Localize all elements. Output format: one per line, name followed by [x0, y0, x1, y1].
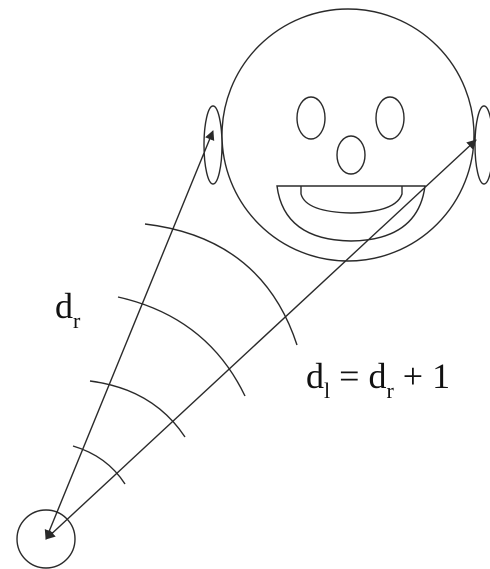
head: [203, 8, 490, 262]
dr-label: dr: [55, 286, 81, 333]
wavefront-arc-2: [89, 380, 186, 438]
wavefronts: [72, 223, 298, 485]
distance-equation: dl = dr + 1: [306, 356, 450, 403]
ray-to-right-ear: [44, 130, 215, 540]
left-ear: [474, 105, 490, 185]
wavefront-arc-4: [144, 223, 298, 346]
nose: [336, 135, 366, 175]
right-eye: [375, 96, 405, 140]
left-eye: [296, 96, 326, 140]
ray-to-left-ear: [45, 139, 477, 540]
head-outline: [221, 8, 475, 262]
mouth: [276, 185, 426, 242]
wavefront-arc-3: [117, 296, 246, 397]
wavefront-arc-1: [72, 445, 126, 485]
